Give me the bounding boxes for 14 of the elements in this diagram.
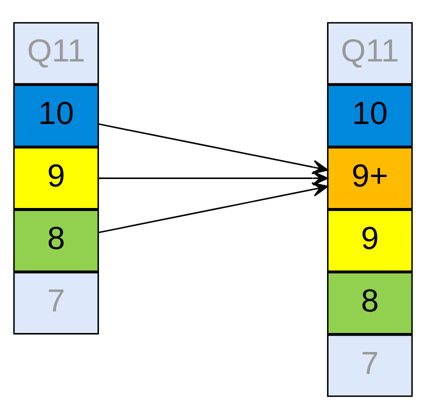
node-box: 9+ xyxy=(327,147,413,210)
node-box: 8 xyxy=(13,210,99,272)
node-box: 7 xyxy=(13,272,99,334)
arrow xyxy=(98,123,328,174)
node-box: 9 xyxy=(13,147,99,210)
node-box: 7 xyxy=(327,334,413,397)
node-box: 8 xyxy=(327,272,413,334)
node-box: 9 xyxy=(327,210,413,272)
node-box: Q11 xyxy=(13,22,99,85)
arrow xyxy=(98,171,328,186)
arrow xyxy=(98,182,328,234)
node-box: 10 xyxy=(13,84,99,148)
node-box: Q11 xyxy=(327,22,413,85)
node-box: 10 xyxy=(327,84,413,148)
